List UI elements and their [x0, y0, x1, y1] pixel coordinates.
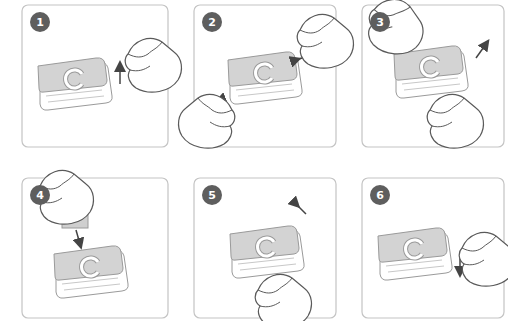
step-number-circle: 3	[370, 12, 390, 32]
callout-number: 4	[36, 190, 44, 201]
callout-number: 2	[208, 17, 216, 28]
callout-number: 6	[376, 190, 384, 201]
callout-number: 1	[36, 17, 44, 28]
step-number-circle: 2	[202, 12, 222, 32]
callout-number: 3	[376, 17, 384, 28]
step-number-circle: 4	[30, 185, 50, 205]
step-number-circle: 5	[202, 185, 222, 205]
callout-number: 5	[208, 190, 216, 201]
step-number-circle: 1	[30, 12, 50, 32]
step-number-circle: 6	[370, 185, 390, 205]
